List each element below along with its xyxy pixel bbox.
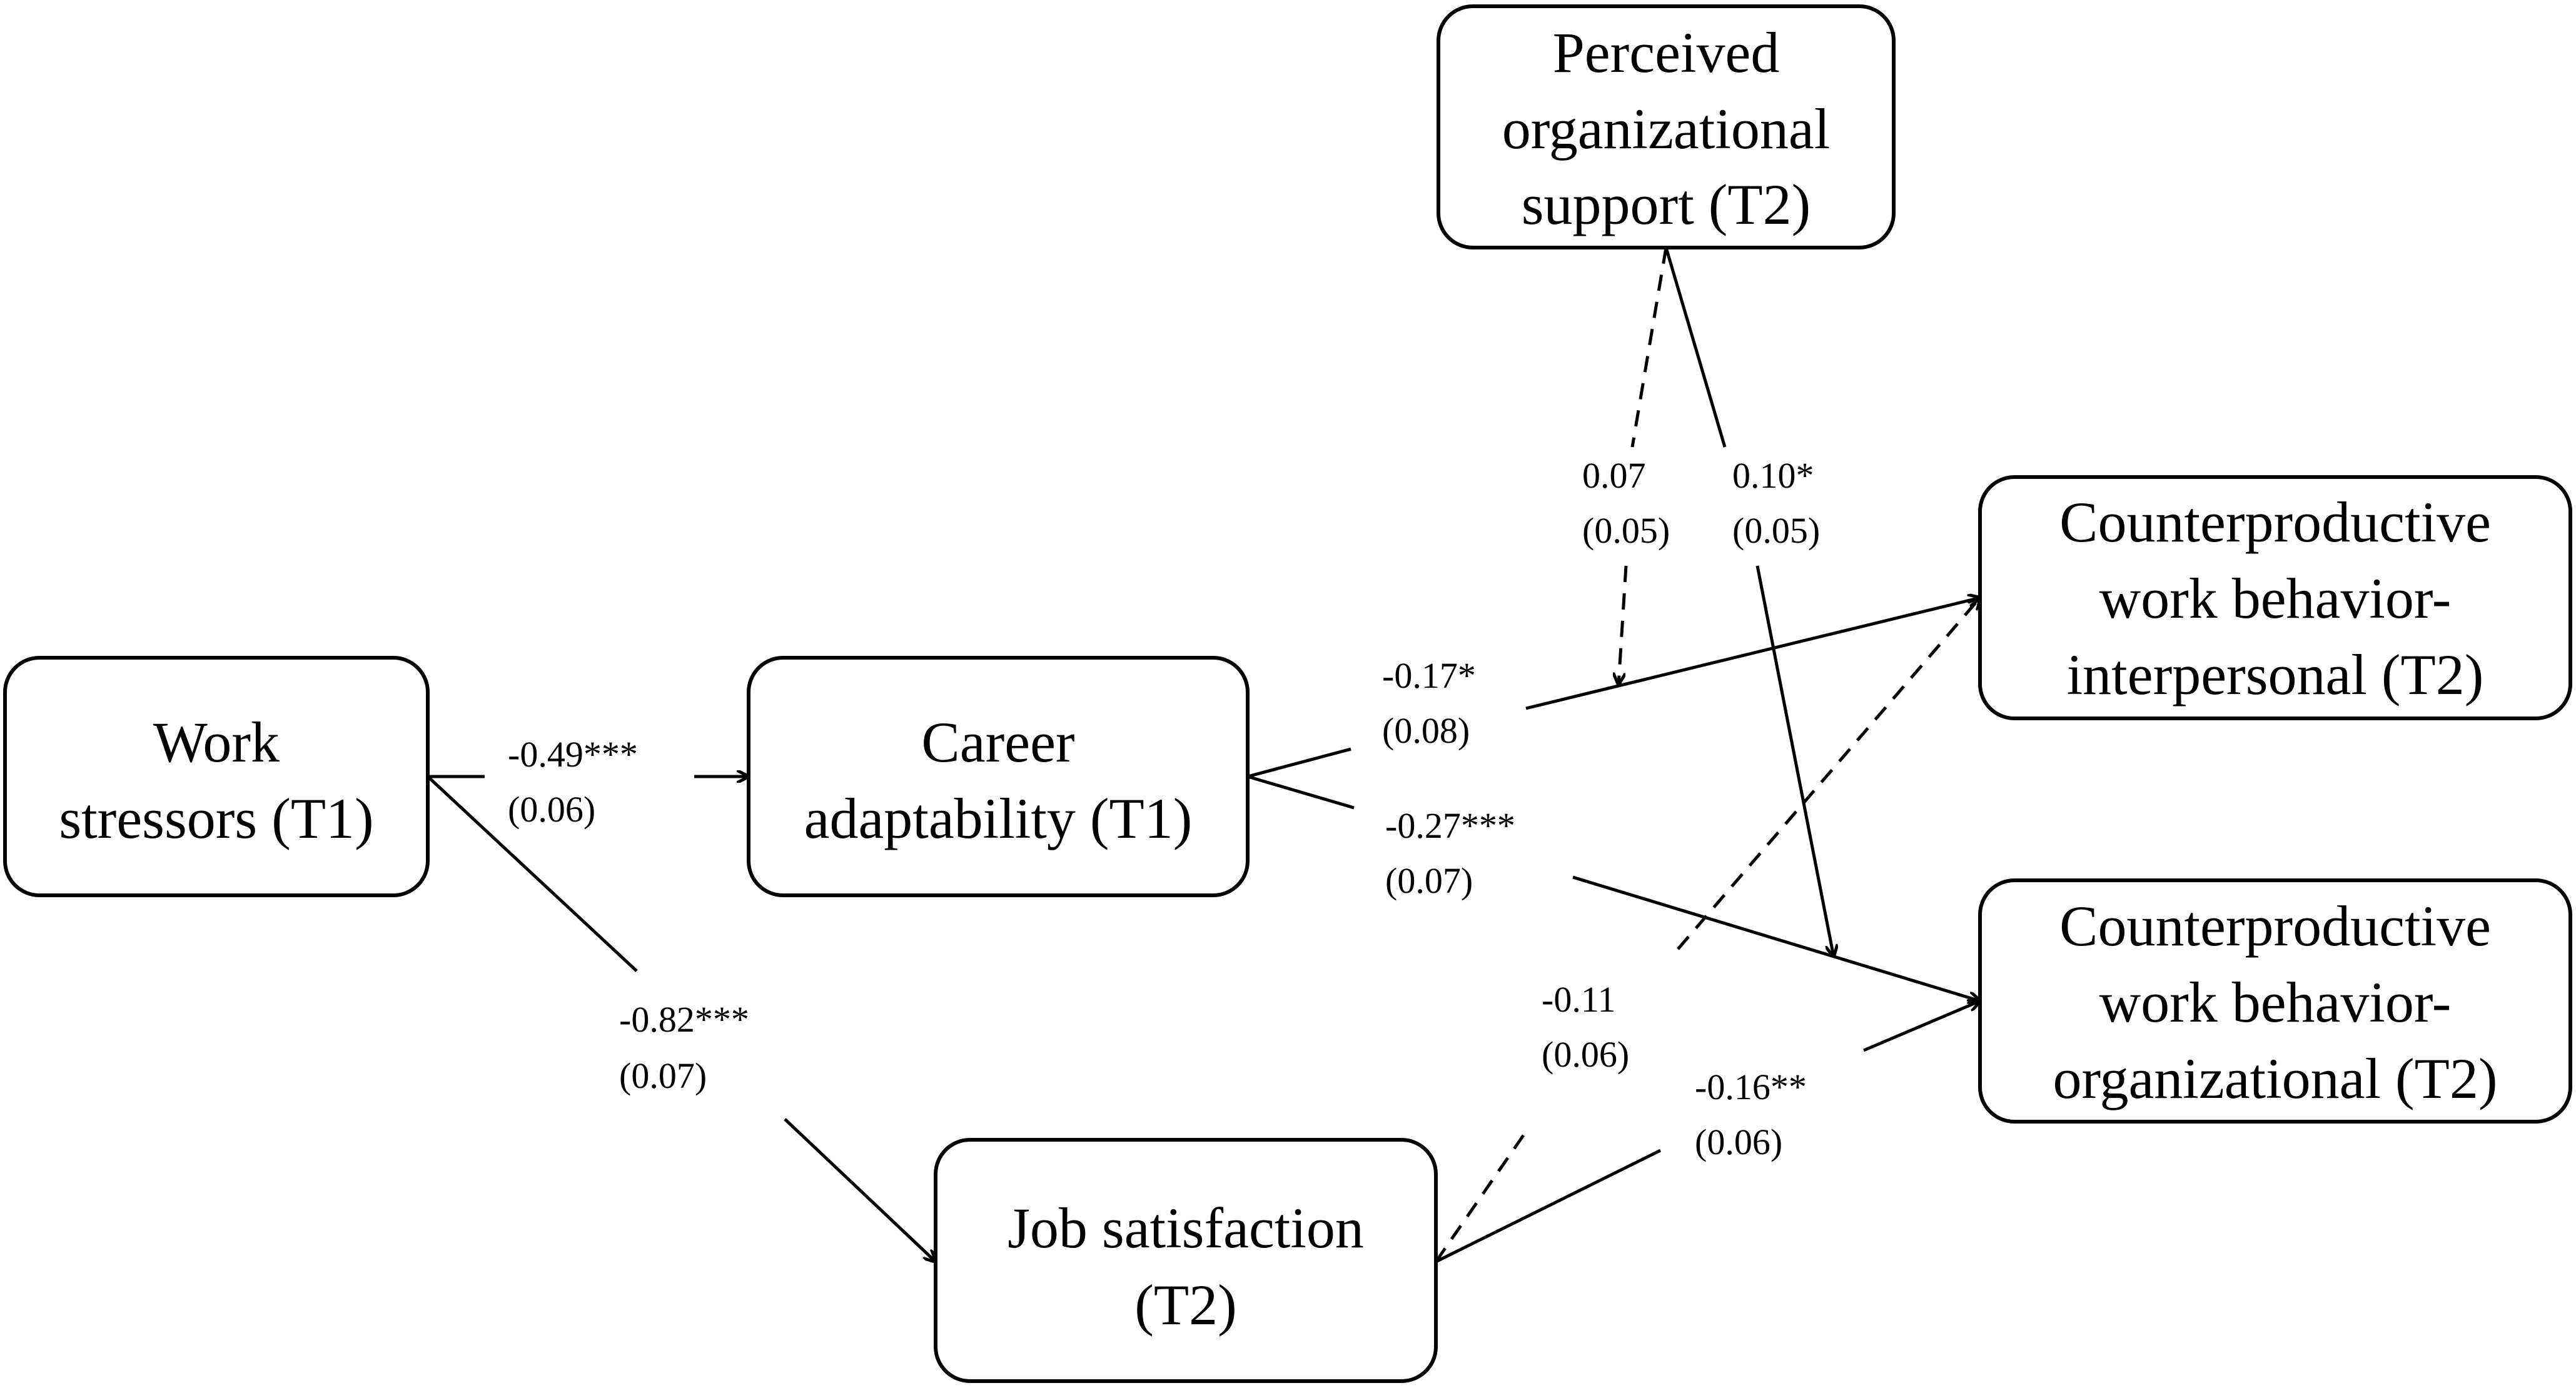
- path-coefficient: 0.07: [1582, 455, 1646, 496]
- node-label-line: work behavior-: [2099, 970, 2452, 1034]
- node-label-line: (T2): [1134, 1273, 1236, 1337]
- node-cwb-organizational: Counterproductive work behavior- organiz…: [1978, 878, 2572, 1124]
- path-standard-error: (0.06): [1542, 1034, 1629, 1075]
- node-label-line: adaptability (T1): [804, 787, 1193, 850]
- node-label-line: Perceived: [1553, 21, 1780, 84]
- node-job-satisfaction: Job satisfaction (T2): [934, 1138, 1438, 1383]
- path-standard-error: (0.07): [1385, 860, 1473, 901]
- coef-ws-js: -0.82*** (0.07): [619, 999, 749, 1096]
- coef-js-cwbo: -0.16** (0.06): [1695, 1067, 1807, 1162]
- node-label-line: Counterproductive: [2059, 894, 2491, 958]
- node-label-line: support (T2): [1522, 173, 1811, 236]
- path-standard-error: (0.06): [508, 789, 595, 830]
- path-coefficient: 0.10*: [1732, 455, 1814, 496]
- node-perceived-organizational-support: Perceived organizational support (T2): [1437, 4, 1896, 249]
- edge-pos-moderates-ca-cwbi: [1619, 247, 1668, 685]
- node-label-line: organizational: [1502, 97, 1831, 161]
- node-career-adaptability: Career adaptability (T1): [747, 656, 1250, 897]
- path-coefficient: -0.16**: [1695, 1067, 1807, 1107]
- node-label-line: stressors (T1): [59, 787, 373, 850]
- path-coefficient: -0.49***: [508, 734, 638, 775]
- edge-ca-to-cwbi: [1247, 598, 1980, 778]
- path-coefficient: -0.17*: [1382, 655, 1476, 696]
- path-coefficient: -0.82***: [619, 999, 749, 1040]
- coef-js-cwbi: -0.11 (0.06): [1542, 979, 1629, 1075]
- node-label-line: Job satisfaction: [1008, 1196, 1364, 1260]
- coef-pos-mod-cwbi: 0.07 (0.05): [1582, 455, 1670, 551]
- edge-ca-to-cwbo: [1247, 775, 1980, 1001]
- edge-js-to-cwbo: [1435, 1001, 1980, 1264]
- edge-ws-to-js: [427, 775, 936, 1262]
- path-standard-error: (0.08): [1382, 710, 1470, 751]
- edge-pos-moderates-ca-cwbo: [1664, 247, 1834, 957]
- path-coefficient: -0.27***: [1385, 805, 1515, 846]
- node-label-line: interpersonal (T2): [2067, 643, 2484, 707]
- path-standard-error: (0.05): [1582, 510, 1670, 551]
- path-standard-error: (0.05): [1732, 510, 1820, 551]
- node-label-line: work behavior-: [2099, 566, 2452, 630]
- node-label-line: Work: [153, 710, 280, 774]
- coef-ca-cwbo: -0.27*** (0.07): [1385, 805, 1515, 901]
- coef-ws-ca: -0.49*** (0.06): [508, 734, 638, 830]
- path-standard-error: (0.07): [619, 1055, 707, 1096]
- node-label-line: organizational (T2): [2053, 1047, 2497, 1110]
- node-cwb-interpersonal: Counterproductive work behavior- interpe…: [1978, 475, 2572, 720]
- node-work-stressors: Work stressors (T1): [3, 656, 430, 897]
- path-coefficient: -0.11: [1542, 979, 1616, 1020]
- node-label-line: Counterproductive: [2059, 490, 2491, 554]
- coef-ca-cwbi: -0.17* (0.08): [1382, 655, 1476, 751]
- coef-pos-mod-cwbo: 0.10* (0.05): [1732, 455, 1820, 551]
- node-label-line: Career: [921, 710, 1074, 774]
- edge-js-to-cwbi: [1434, 598, 1980, 1263]
- path-standard-error: (0.06): [1695, 1122, 1782, 1162]
